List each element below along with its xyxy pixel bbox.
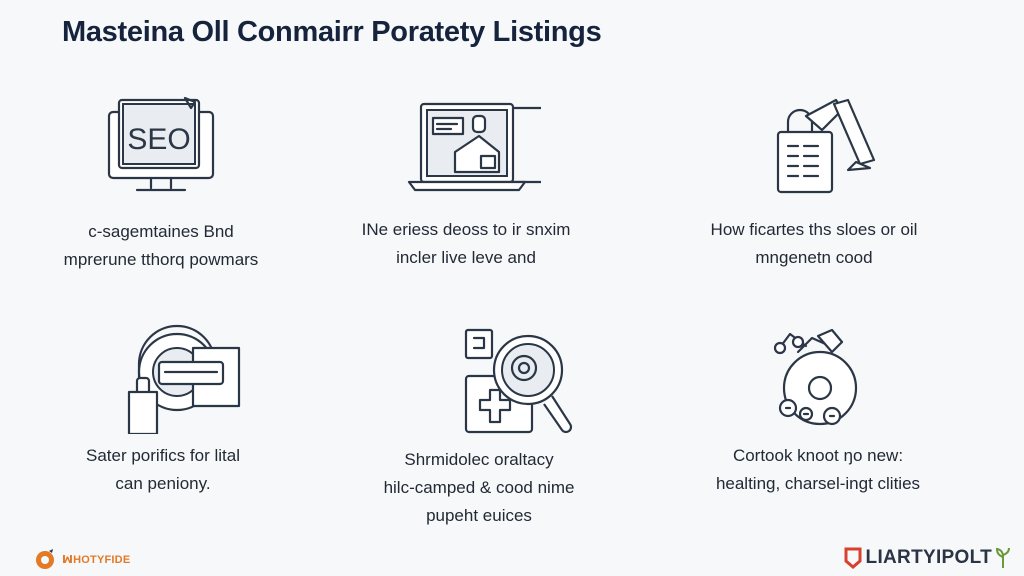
card-caption-line: Shrmidolec oraltacy	[404, 450, 554, 469]
card-caption-line: mprerune tthorq powmars	[63, 250, 259, 269]
laptop-house-icon	[407, 102, 541, 192]
feature-card-property: INe eriess deoss to ir snxim incler live…	[316, 96, 616, 272]
card-caption-line: c-sagemtaines Bnd	[88, 222, 234, 241]
card-caption-line: pupeht euices	[426, 506, 532, 525]
footer-left-logo: ꟽHOTYFIDE	[34, 548, 130, 570]
magnifier-medical-icon	[464, 328, 573, 434]
logo-shield-icon	[844, 547, 862, 569]
feature-card-oil: How ficartes ths sloes or oil mngenetn c…	[664, 90, 964, 272]
lock-pipe-icon	[776, 98, 876, 194]
card-caption-line: can peniony.	[115, 474, 211, 493]
footer-right-logo: LIARTYIPOLT	[844, 547, 1010, 569]
card-caption-line: Cortook knoot ŋo new:	[732, 446, 904, 465]
card-caption-line: hilc-camped & cood nime	[383, 478, 575, 497]
card-caption-line: mngenetn cood	[755, 248, 873, 267]
feature-card-safety: Sater porifics for lital can peniony.	[13, 322, 313, 498]
gear-money-icon	[773, 328, 858, 426]
footer-right-logo-text: LIARTYIPOLT	[865, 547, 992, 568]
footer-left-logo-text: ꟽHOTYFIDE	[62, 553, 131, 566]
seo-monitor-icon: SEO	[107, 96, 215, 192]
page-title: Masteina Oll Conmairr Poratety Listings	[62, 16, 602, 48]
card-caption-line: incler live leve and	[396, 248, 536, 267]
industrial-pump-icon	[127, 324, 241, 434]
card-caption-line: healting, charsel-ingt clities	[715, 474, 921, 493]
card-caption-line: INe eriess deoss to ir snxim	[361, 220, 571, 239]
feature-card-medical: Shrmidolec oraltacy hilc-camped & cood n…	[329, 324, 629, 530]
feature-card-new-healthing: Cortook knoot ŋo new: healting, charsel-…	[668, 324, 968, 498]
logo-mark-icon	[36, 549, 54, 569]
card-caption-line: Sater porifics for lital	[86, 446, 240, 465]
feature-card-seo: SEO c-sagemtaines Bnd mprerune tthorq po…	[11, 92, 311, 274]
seo-label: SEO	[127, 123, 190, 156]
card-caption-line: How ficartes ths sloes or oil	[710, 220, 918, 239]
logo-sprout-icon	[996, 547, 1010, 568]
